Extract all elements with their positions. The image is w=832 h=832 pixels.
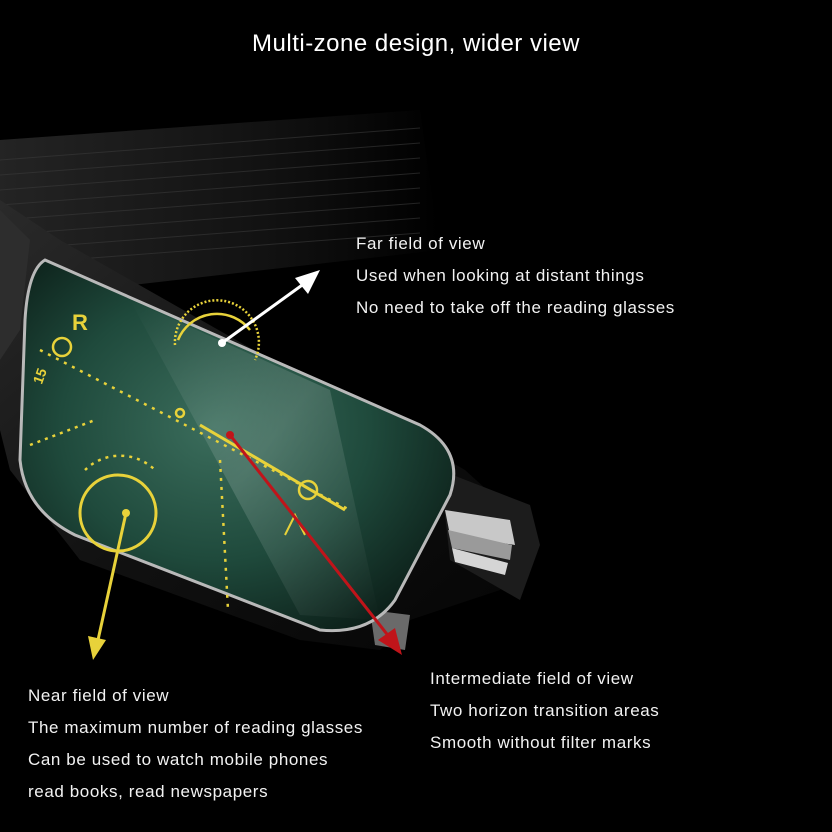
intermediate-arrow [226,431,402,655]
intermediate-field-line: Two horizon transition areas [430,701,660,720]
near-field-line: Can be used to watch mobile phones [28,750,329,769]
background-texture [0,110,440,300]
near-arrow [88,509,130,660]
intermediate-field-title: Intermediate field of view [430,669,634,688]
hinge [445,510,515,575]
far-field-line: Used when looking at distant things [356,266,645,285]
far-field-line: No need to take off the reading glasses [356,298,675,317]
lens-mark-15: 15 [29,366,49,386]
headline: Multi-zone design, wider view [252,30,580,57]
intermediate-field-line: Smooth without filter marks [430,733,652,752]
far-field-caption: Far field of view Used when looking at d… [356,228,675,324]
lens-mark-labels: R 15 [29,310,88,386]
far-arrow [218,270,320,347]
lens-mark-r: R [72,310,88,335]
near-field-line: read books, read newspapers [28,782,269,801]
near-field-line: The maximum number of reading glasses [28,718,363,737]
near-field-title: Near field of view [28,686,170,705]
far-field-title: Far field of view [356,234,486,253]
lens-markings [29,299,351,611]
near-field-caption: Near field of view The maximum number of… [28,680,363,808]
intermediate-field-caption: Intermediate field of view Two horizon t… [430,663,659,759]
